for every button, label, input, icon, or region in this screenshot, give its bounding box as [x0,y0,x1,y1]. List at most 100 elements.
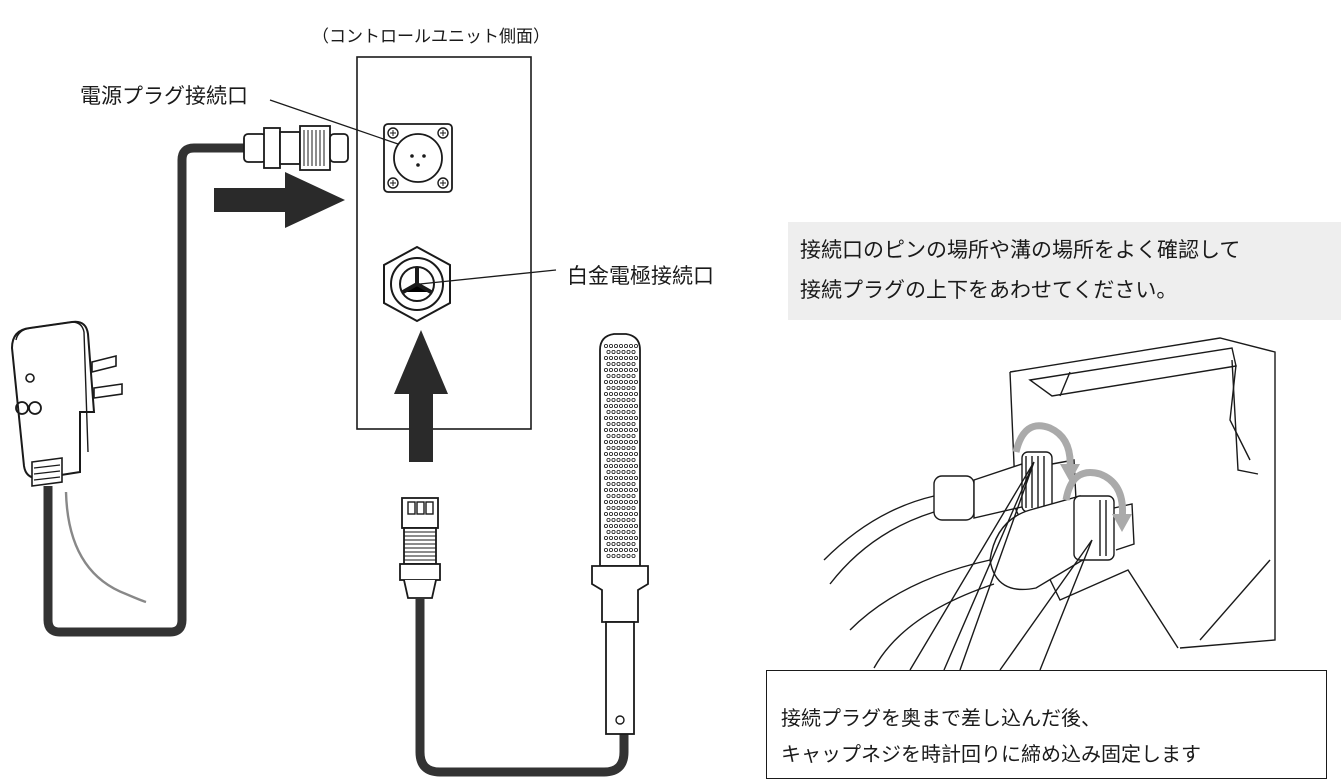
perforation-dot [626,493,631,498]
perforation-dot [631,397,636,402]
perforation-dot [604,343,609,348]
perforation-dot [614,403,619,408]
perforation-dot [616,469,621,474]
perforation-dot [611,542,616,547]
perforation-dot [611,373,616,378]
perforation-dot [634,451,639,456]
perforation-dot [629,536,634,541]
perforation-dot [614,391,619,396]
perforation-dot [619,403,624,408]
perforation-dot [614,524,619,529]
perforation-dot [614,367,619,372]
perforation-dot [634,475,639,480]
perforation-dot [624,427,629,432]
connector-detail-illustration [823,337,1276,669]
perforation-dot [604,548,609,553]
perforation-dot [619,499,624,504]
perforation-dot [624,524,629,529]
perforation-dot [604,451,609,456]
perforation-dot [604,367,609,372]
perforation-dot [614,415,619,420]
perforation-dot [614,536,619,541]
perforation-dot [606,409,611,414]
power-port-label: 電源プラグ接続口 [80,84,248,108]
perforation-dot [629,367,634,372]
perforation-dot [619,379,624,384]
pin-alignment-note: 接続口のピンの場所や溝の場所をよく確認して 接続プラグの上下をあわせてください。 [788,222,1341,320]
perforation-dot [619,512,624,517]
perforation-dot [611,505,616,510]
perforation-dot [631,433,636,438]
perforation-dot [606,469,611,474]
perforation-dot [604,487,609,492]
perforation-dot [609,487,614,492]
perforation-dot [629,391,634,396]
perforation-dot [624,487,629,492]
perforation-dot [626,542,631,547]
perforation-dot [614,499,619,504]
instruction-line-1: 接続プラグを奥まで差し込んだ後、 [781,706,1101,730]
perforation-dot [629,499,634,504]
perforation-dot [631,481,636,486]
perforation-dot [614,451,619,456]
perforation-dot [609,439,614,444]
perforation-dot [614,427,619,432]
perforation-dot [634,427,639,432]
perforation-dot [629,439,634,444]
perforation-dot [631,493,636,498]
perforation-dot [606,361,611,366]
perforation-dot [619,355,624,360]
perforation-dot [611,493,616,498]
perforation-dot [631,409,636,414]
perforation-dot [606,433,611,438]
perforation-dot [634,343,639,348]
callout-lines [909,461,1093,671]
perforation-dot [629,463,634,468]
perforation-dot [609,391,614,396]
perforation-dot [614,475,619,480]
perforation-dot [606,554,611,559]
perforation-dot [621,433,626,438]
perforation-dot [616,493,621,498]
perforation-dot [619,415,624,420]
perforation-dot [619,463,624,468]
rotation-arrow-icon [1012,422,1127,521]
perforation-dot [606,457,611,462]
power-port-leader [269,99,399,145]
perforation-dot [609,512,614,517]
perforation-dot [604,463,609,468]
perforation-dot [611,469,616,474]
perforation-dot [604,391,609,396]
round-connector-icon [243,125,349,171]
perforation-dot [634,391,639,396]
perforation-dot [619,343,624,348]
perforation-dot [604,499,609,504]
perforation-dot [624,451,629,456]
perforation-dot [626,518,631,523]
perforation-dot [606,397,611,402]
rotation-arrowhead-1 [1060,464,1080,482]
perforation-dot [624,499,629,504]
perforation-dot [629,403,634,408]
perforation-dot [616,349,621,354]
rotation-arrowhead-2 [1112,514,1132,532]
perforation-dot [626,397,631,402]
perforation-dot [634,367,639,372]
perforation-dot [614,512,619,517]
note-line-2: 接続プラグの上下をあわせてください。 [800,278,1178,302]
perforation-dot [629,343,634,348]
perforation-dot [606,349,611,354]
perforation-dot [614,379,619,384]
perforation-dot [626,457,631,462]
ground-wire [64,491,147,604]
perforation-dot [634,487,639,492]
electrode-cable [415,598,629,777]
perforation-dot [634,463,639,468]
perforation-dot [621,457,626,462]
perforation-dot [624,391,629,396]
platinum-electrode-icon [591,333,649,735]
perforation-dot [616,445,621,450]
perforation-dot [626,433,631,438]
perforation-dot [634,403,639,408]
